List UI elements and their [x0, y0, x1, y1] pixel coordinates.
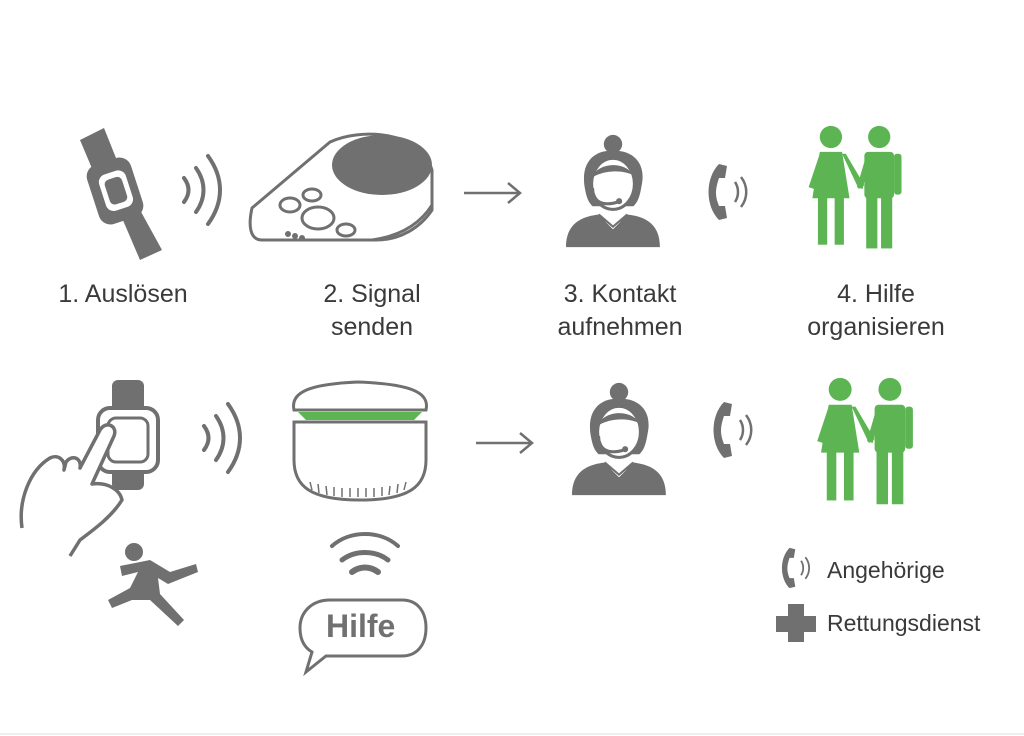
arrow-icon	[476, 432, 534, 454]
speech-bubble-text: Hilfe	[326, 608, 396, 644]
signal-waves-icon	[202, 402, 242, 474]
signal-waves-icon	[182, 154, 222, 226]
phone-icon	[712, 400, 753, 460]
operator-icon	[570, 381, 668, 497]
legend-rescue-service: Rettungsdienst	[827, 610, 981, 636]
cross-icon	[776, 604, 816, 642]
phone-icon	[707, 162, 748, 222]
speech-bubble	[298, 598, 428, 677]
relatives-icon	[817, 377, 913, 505]
arrow-icon	[464, 182, 522, 204]
wrist-button-icon	[80, 128, 162, 260]
smartwatch-touch-icon	[19, 380, 160, 557]
relatives-icon	[808, 125, 902, 249]
smart-speaker-icon	[292, 380, 428, 502]
step-1-label: 1. Auslösen	[58, 280, 188, 308]
fall-person-icon	[108, 543, 198, 626]
voice-waves-icon	[330, 532, 400, 575]
base-station-icon	[248, 132, 434, 242]
operator-icon	[564, 133, 662, 249]
legend-relatives: Angehörige	[827, 557, 945, 583]
phone-icon	[781, 546, 811, 590]
